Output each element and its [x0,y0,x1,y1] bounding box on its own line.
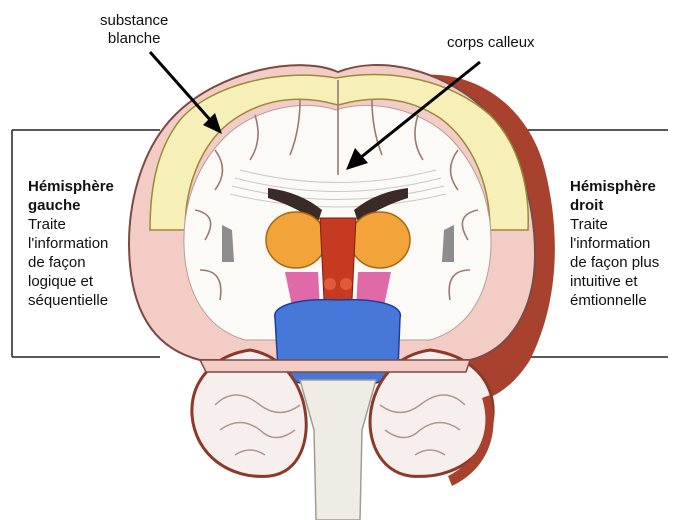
right-caudate [350,212,410,268]
right-hemisphere-description: Traite l'information de façon plus intui… [570,215,674,310]
left-hemisphere-description: Traite l'information de façon logique et… [28,215,158,310]
label-corps-calleux: corps calleux [447,34,535,52]
left-hemisphere-caption: Hémisphère gauche Traite l'information d… [28,177,158,310]
left-caudate [266,212,326,268]
right-hemisphere-caption: Hémisphère droit Traite l'information de… [570,177,674,310]
label-substance-blanche: substance blanche [100,12,168,48]
red-nucleus-left [324,278,336,290]
red-nucleus-right [340,278,352,290]
lower-pink-band [200,360,470,372]
midbrain [275,300,401,386]
right-hemisphere-title: Hémisphère droit [570,177,674,215]
left-hemisphere-title: Hémisphère gauche [28,177,158,215]
brainstem [300,380,376,520]
